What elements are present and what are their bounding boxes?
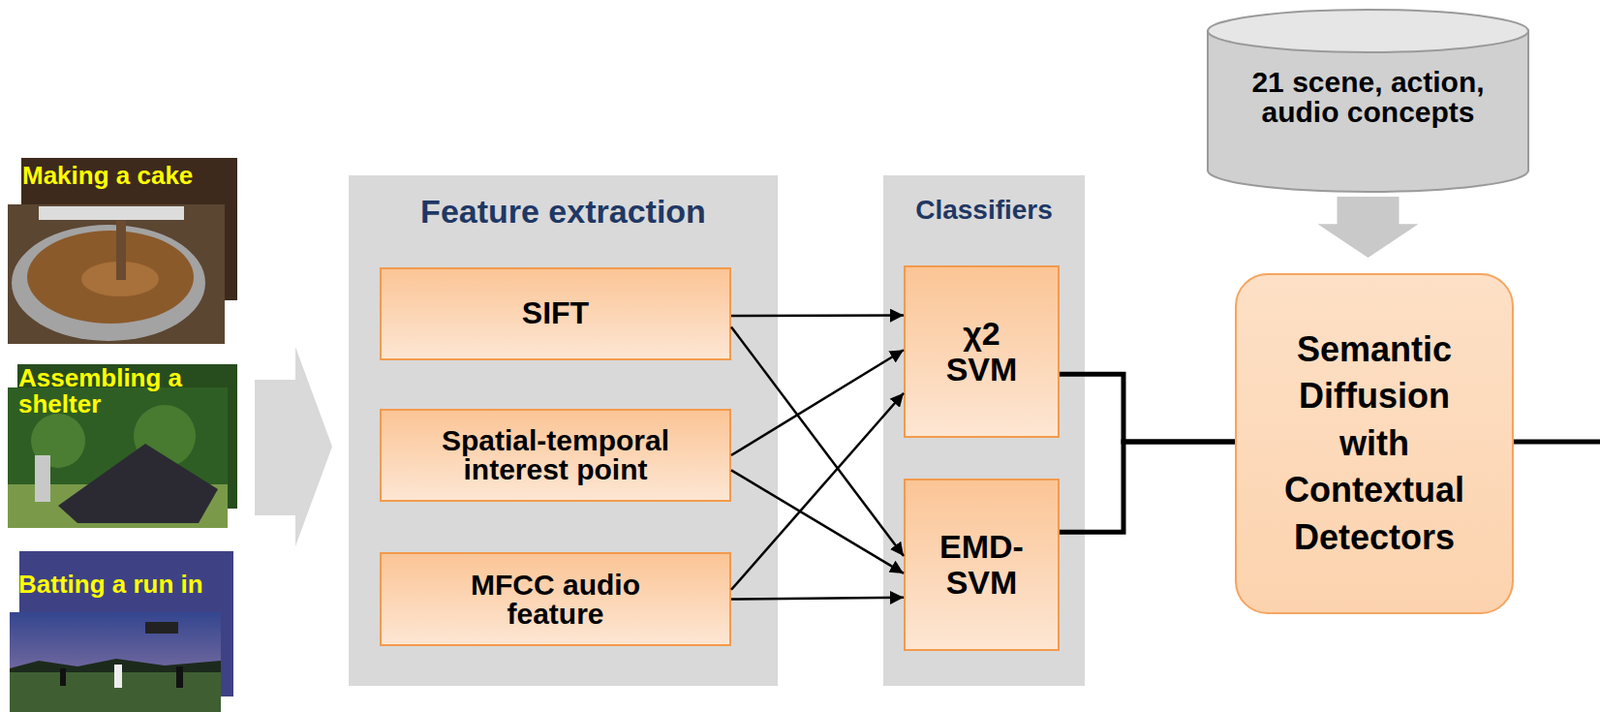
player <box>114 664 123 688</box>
video-label: Making a cake <box>22 162 238 189</box>
photo-frame <box>7 204 225 344</box>
video-label: Batting a run in <box>18 571 234 598</box>
spatula <box>38 206 185 220</box>
label-holder: Making a cake <box>22 162 238 189</box>
bowl <box>11 224 206 341</box>
node-label: EMD-SVM <box>933 528 1031 602</box>
node-label: Semantic Diffusion with Contextual Detec… <box>1262 326 1486 562</box>
node-label: 21 scene, action, audio concepts <box>1228 66 1509 128</box>
scoreboard <box>145 621 179 634</box>
label-holder: Batting a run in <box>18 571 234 598</box>
panel-title: Feature extraction <box>348 192 778 231</box>
cylinder-top <box>1207 9 1529 53</box>
label-holder: Assembling a shelter <box>18 365 227 419</box>
connector <box>731 313 904 317</box>
classifier-box: EMD-SVM <box>903 478 1060 651</box>
panel: Classifiers χ2 SVM EMD-SVM <box>883 175 1085 686</box>
block-arrow <box>1318 196 1419 258</box>
shelter-thumbnail <box>7 364 238 528</box>
cylinder-body <box>1207 30 1529 192</box>
process-box: SIFT <box>379 267 732 361</box>
node-label: MFCC audio feature <box>444 570 668 629</box>
photo-frame <box>9 612 221 712</box>
database-cylinder: 21 scene, action, audio concepts <box>1205 7 1531 194</box>
batter <box>27 230 194 324</box>
connector <box>1059 441 1235 532</box>
process-box: Spatial-temporal interest point <box>379 408 732 502</box>
player <box>60 668 66 686</box>
node-label: SIFT <box>522 296 589 331</box>
connector <box>731 597 904 600</box>
video-label: Assembling a shelter <box>18 365 227 419</box>
flow-arrow <box>254 346 333 547</box>
tent <box>58 443 218 524</box>
panel-title: Classifiers <box>883 194 1085 226</box>
player <box>176 666 184 688</box>
spatula-handle <box>116 219 126 280</box>
node-label: χ2 SVM <box>933 315 1031 389</box>
batting-thumbnail <box>9 551 234 712</box>
connector <box>1059 373 1235 442</box>
output-line <box>1513 439 1600 445</box>
process-box: MFCC audio feature <box>379 552 732 647</box>
cake-thumbnail <box>7 157 238 344</box>
classifier-box: χ2 SVM <box>903 265 1060 438</box>
node-label: Spatial-temporal interest point <box>410 426 702 485</box>
process-box: Semantic Diffusion with Contextual Detec… <box>1234 273 1514 615</box>
person <box>34 455 51 502</box>
panel: Feature extractionSIFT Spatial-temporal i… <box>348 175 778 686</box>
